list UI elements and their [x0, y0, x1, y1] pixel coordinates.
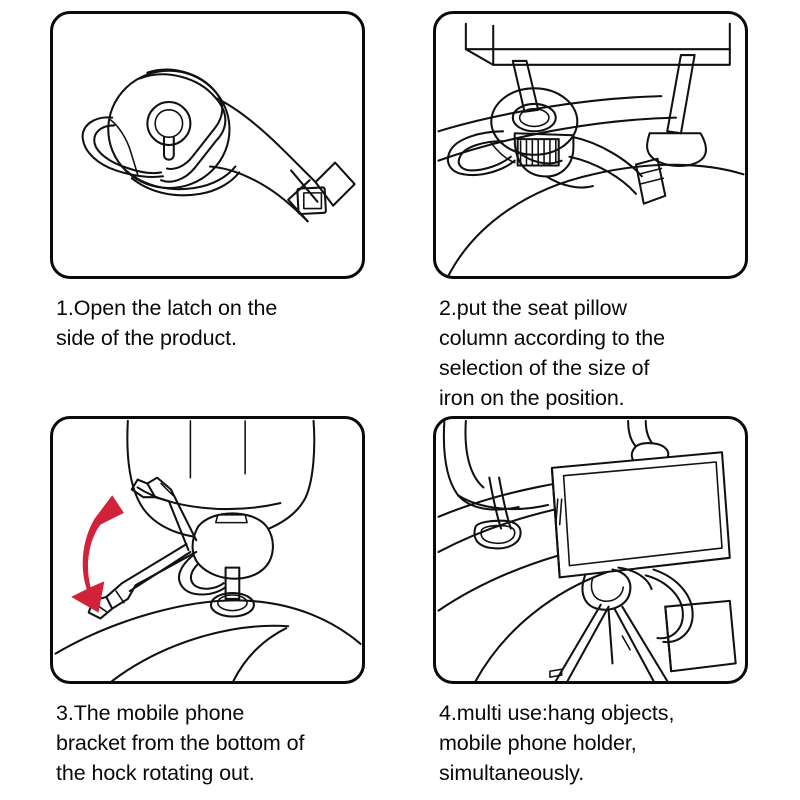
phone-mounted-drawing	[437, 419, 737, 681]
step-4: 4.multi use:hang objects, mobile phone h…	[433, 416, 781, 788]
step-2: 2.put the seat pillow column according t…	[433, 11, 781, 413]
step-2-caption: 2.put the seat pillow column according t…	[439, 296, 665, 410]
step-4-illustration	[433, 416, 748, 684]
bracket-rotation-drawing	[54, 419, 362, 681]
step-1-caption: 1.Open the latch on the side of the prod…	[56, 296, 278, 350]
hook-product-drawing	[81, 68, 356, 223]
step-1-illustration	[50, 11, 365, 279]
step-3-caption: 3.The mobile phone bracket from the bott…	[56, 701, 305, 785]
step-2-illustration	[433, 11, 748, 279]
headrest-clamp-drawing	[437, 22, 745, 276]
step-3-illustration	[50, 416, 365, 684]
step-1: 1.Open the latch on the side of the prod…	[50, 11, 398, 353]
step-3: 3.The mobile phone bracket from the bott…	[50, 416, 398, 788]
step-4-caption: 4.multi use:hang objects, mobile phone h…	[439, 701, 675, 785]
rotation-arrow	[71, 495, 124, 613]
